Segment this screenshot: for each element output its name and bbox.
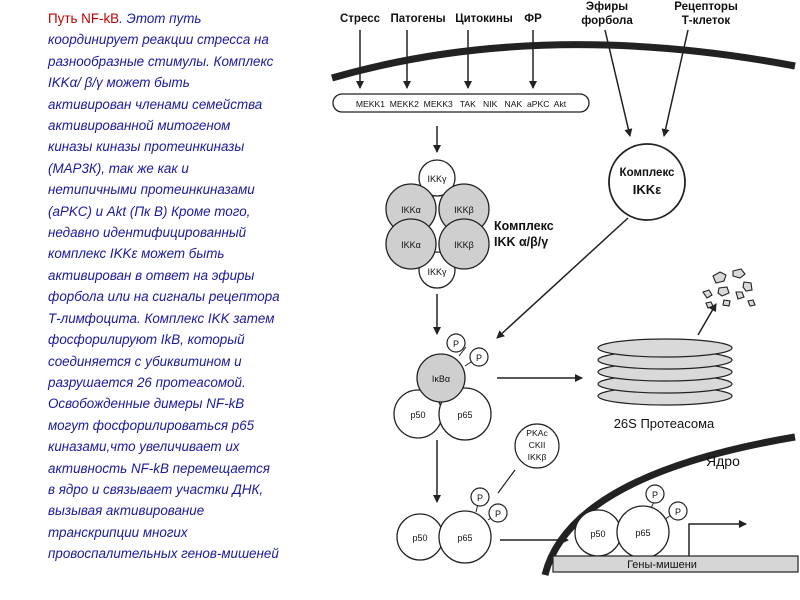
phospho-p3 [470, 487, 490, 507]
stimulus-cytokines-label: Цитокины [455, 13, 513, 25]
description-line: Освобожденные димеры NF-kB [48, 396, 245, 412]
description-line: активность NF-kB перемещается [48, 460, 270, 476]
kinases-to-p65-line [497, 469, 516, 494]
ckii-label: CKII [529, 440, 546, 450]
map3k-kinase-bar [332, 93, 590, 113]
description-line: координирует реакции стресса на [48, 32, 269, 48]
p65-subunit [438, 387, 492, 441]
ikk-gamma-top-label: IKKγ [427, 174, 447, 184]
p65-kinases-box [514, 423, 560, 469]
description-line: форбола или на сигналы рецептора [48, 289, 280, 305]
phospho-p5-label: P [652, 490, 658, 500]
target-genes-dna [552, 555, 799, 573]
description-line: вызывая активирование [48, 503, 205, 519]
target-genes-label: Гены-мишени [627, 559, 697, 571]
ikb-nfkb-complex: P P p50 p65 IκBα [393, 333, 492, 441]
ikk-alpha-top-label: IKKα [401, 205, 421, 215]
ikba-label: IκBα [432, 374, 450, 384]
nfkb-phosphorylated-cytoplasm: P P p50 p65 [396, 487, 508, 564]
tcell-receptors-label-1: Рецепторы [674, 1, 738, 13]
description-line: в ядро и связывает участки ДНК, [48, 481, 264, 497]
phospho-p3-label: P [477, 493, 483, 503]
stimulus-pathogens-label: Патогены [390, 13, 445, 25]
phospho-p5 [645, 484, 665, 504]
phospho-p2 [469, 347, 489, 367]
description-heading: Путь NF-kB [48, 11, 120, 26]
description-line: (aPKC) и Akt (Пк В) Кроме того, [48, 203, 251, 219]
ikba-subunit [416, 353, 466, 403]
cell-membrane [331, 41, 796, 82]
description-line: нетипичными протеинкиназами [48, 182, 255, 198]
phospho-p4 [488, 503, 508, 523]
degraded-fragments [702, 268, 756, 309]
description-line: активирован в ответ на эфиры [48, 267, 255, 283]
description-line: разрушается 26 протеасомой. [48, 374, 246, 390]
tcell-arrow [661, 29, 689, 137]
pkac-label: PKAc [526, 428, 548, 438]
phospho-p1 [446, 333, 466, 353]
tcell-receptors-label-2: Т-клеток [682, 15, 731, 27]
ikkb-kinase-label: IKKβ [528, 452, 547, 462]
proteasome-26s [597, 338, 733, 406]
phorbol-arrow [604, 29, 633, 137]
description-line: (МАР3К), так же как и [48, 160, 189, 176]
description-line: комплекс IKKε может быть [48, 246, 225, 262]
description-line: активирован членами семейства [48, 96, 263, 112]
phospho-p1-label: P [453, 339, 459, 349]
ikk-abg-complex: IKKγ IKKγ IKKα IKKβ IKKα IKKβ [385, 159, 490, 289]
p50-label: p50 [410, 410, 425, 420]
p65-label-2: p65 [457, 533, 472, 543]
ikke-complex-title: Комплекс [620, 167, 675, 179]
ikk-beta-bottom-label: IKKβ [454, 240, 474, 250]
ikk-gamma-bottom-label: IKKγ [427, 267, 447, 277]
ikk-alpha-bottom-label: IKKα [401, 240, 421, 250]
phospho-p6 [668, 501, 688, 521]
p65-label-3: p65 [635, 528, 650, 538]
description-line: недавно идентифицированный [48, 225, 247, 241]
description-line: фосфорилируют IkB, который [48, 332, 245, 348]
description-line: могут фосфорилироваться р65 [48, 417, 255, 433]
nuclear-membrane [541, 433, 796, 576]
ikk-complex-name: IKK α/β/γ [494, 235, 548, 249]
description-line: транскрипции многих [48, 524, 188, 540]
nfkb-nuclear-complex: P P p50 p65 [574, 484, 688, 559]
phospho-p4-label: P [495, 509, 501, 519]
phospho-p6-label: P [675, 507, 681, 517]
description-text: Путь NF-kB. Этот путь координирует реакц… [48, 8, 338, 565]
stimulus-stress-label: Стресс [340, 13, 381, 25]
description-line: киназами,что увеличивает их [48, 439, 240, 455]
p50-label-3: p50 [590, 529, 605, 539]
ikke-to-ikb-arrow [496, 217, 629, 339]
proteasome-label: 26S Протеасома [614, 416, 715, 431]
map3k-kinases-label: MEKK1 MEKK2 MEKK3 TAK NIK NAK aPKC Akt [356, 99, 567, 109]
ikke-complex [608, 143, 686, 221]
p65-subunit-2 [438, 510, 492, 564]
description-line: киназы киназы протеинкиназы [48, 139, 245, 155]
ikk-beta-top-label: IKKβ [454, 205, 474, 215]
description-line: активированной митогеном [48, 118, 231, 134]
description-line: разнообразные стимулы. Комплекс [48, 53, 274, 69]
stimulus-gf-label: ФР [524, 13, 542, 25]
p65-label: p65 [457, 410, 472, 420]
p50-label-2: p50 [412, 533, 427, 543]
description-line: . Этот путь [119, 11, 202, 26]
phospho-p2-label: P [476, 353, 482, 363]
ikk-complex-title: Комплекс [494, 219, 554, 233]
description-line: провоспалительных генов-мишеней [48, 546, 279, 562]
nucleus-label: Ядро [706, 453, 740, 469]
phorbol-esters-label-2: форбола [581, 15, 633, 27]
description-line: IKKα/ β/γ может быть [48, 75, 190, 91]
description-line: соединяется с убиквитином и [48, 353, 242, 369]
degradation-arrow [697, 303, 717, 336]
transcription-start-arrow [688, 520, 747, 556]
description-line: Т-лимфоцита. Комплекс IKK затем [48, 310, 275, 326]
phorbol-esters-label-1: Эфиры [586, 1, 628, 13]
ikke-complex-name: IKKε [633, 182, 662, 197]
